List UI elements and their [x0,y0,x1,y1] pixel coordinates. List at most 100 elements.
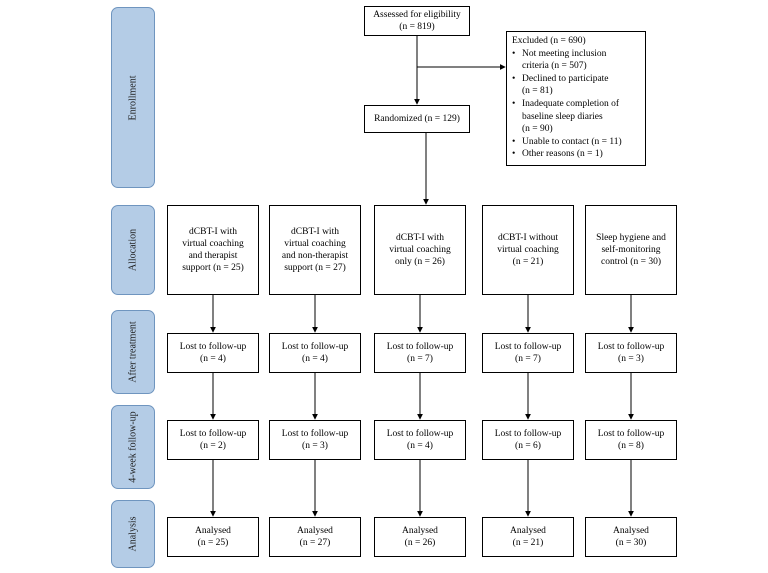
analysis-box: Analysed (n = 27) [269,517,361,557]
excluded-item: Other reasons (n = 1) [512,148,640,161]
assessed-box: Assessed for eligibility (n = 819) [364,6,470,36]
phase-allocation-label: Allocation [127,228,139,272]
excluded-item: Declined to participate (n = 81) [512,73,640,98]
followup-box-text: Lost to follow-up [386,429,454,439]
phase-enrollment: Enrollment [111,7,155,188]
allocation-box-text: only (n = 26) [395,257,445,267]
allocation-box-text: support (n = 25) [182,263,244,273]
allocation-box-text: and therapist [188,251,238,261]
followup-box: Lost to follow-up (n = 6) [482,420,574,460]
randomized-box: Randomized (n = 129) [364,105,470,133]
excluded-item-text: (n = 90) [522,124,553,135]
excluded-item-text: Not meeting inclusion [522,48,607,59]
excluded-item-text: Other reasons (n = 1) [522,149,603,160]
assessed-count: (n = 819) [399,22,435,32]
assessed-label: Assessed for eligibility [373,10,461,20]
analysis-box: Analysed (n = 25) [167,517,259,557]
followup-box: Lost to follow-up (n = 4) [374,420,466,460]
analysis-box-text: Analysed [195,526,231,536]
phase-after-treatment: After treatment [111,310,155,394]
allocation-box: dCBT-I with virtual coaching and non-thera… [269,205,361,295]
excluded-item-text: Unable to contact (n = 11) [522,136,622,147]
after-treatment-box-text: (n = 7) [515,354,541,364]
allocation-box: dCBT-I with virtual coaching and therapist… [167,205,259,295]
after-treatment-box-text: Lost to follow-up [597,342,665,352]
after-treatment-box: Lost to follow-up (n = 7) [374,333,466,373]
phase-after-treatment-label: After treatment [127,321,139,383]
phase-allocation: Allocation [111,205,155,295]
allocation-box-text: and non-therapist [281,251,349,261]
followup-box-text: (n = 6) [515,441,541,451]
analysis-box-text: (n = 30) [615,538,647,548]
after-treatment-box-text: (n = 3) [618,354,644,364]
analysis-box-text: (n = 21) [512,538,544,548]
excluded-item-text: criteria (n = 507) [522,61,587,72]
after-treatment-box-text: Lost to follow-up [386,342,454,352]
excluded-item-text: (n = 81) [522,86,553,97]
allocation-box: dCBT-I without virtual coaching (n = 21) [482,205,574,295]
excluded-item-text: Declined to participate [522,73,609,84]
after-treatment-box: Lost to follow-up (n = 4) [269,333,361,373]
followup-box-text: (n = 3) [302,441,328,451]
analysis-box-text: Analysed [510,526,546,536]
allocation-box-text: virtual coaching [497,245,559,255]
followup-box-text: Lost to follow-up [281,429,349,439]
phase-followup-label: 4-week follow-up [127,411,139,483]
after-treatment-box: Lost to follow-up (n = 4) [167,333,259,373]
followup-box-text: Lost to follow-up [179,429,247,439]
allocation-box-text: (n = 21) [512,257,544,267]
phase-analysis: Analysis [111,500,155,568]
allocation-box-text: self-monitoring [601,245,661,255]
allocation-box: dCBT-I with virtual coaching only (n = 26) [374,205,466,295]
phase-followup: 4-week follow-up [111,405,155,489]
after-treatment-box: Lost to follow-up (n = 7) [482,333,574,373]
analysis-box: Analysed (n = 26) [374,517,466,557]
followup-box-text: Lost to follow-up [597,429,665,439]
phase-enrollment-label: Enrollment [127,75,139,120]
allocation-box: Sleep hygiene and self-monitoring control … [585,205,677,295]
after-treatment-box: Lost to follow-up (n = 3) [585,333,677,373]
followup-box: Lost to follow-up (n = 8) [585,420,677,460]
allocation-box-text: support (n = 27) [284,263,346,273]
excluded-item: Not meeting inclusion criteria (n = 507) [512,48,640,73]
excluded-title: Excluded (n = 690) [512,36,586,46]
followup-box: Lost to follow-up (n = 3) [269,420,361,460]
followup-box: Lost to follow-up (n = 2) [167,420,259,460]
analysis-box-text: (n = 26) [404,538,436,548]
after-treatment-box-text: Lost to follow-up [179,342,247,352]
allocation-box-text: virtual coaching [182,239,244,249]
allocation-box-text: dCBT-I with [396,233,444,243]
excluded-item-text: baseline sleep diaries [522,111,603,122]
phase-analysis-label: Analysis [127,516,139,552]
analysis-box-text: Analysed [297,526,333,536]
after-treatment-box-text: (n = 7) [407,354,433,364]
analysis-box-text: (n = 25) [197,538,229,548]
after-treatment-box-text: (n = 4) [302,354,328,364]
after-treatment-box-text: Lost to follow-up [281,342,349,352]
allocation-box-text: control (n = 30) [601,257,661,267]
analysis-box-text: Analysed [613,526,649,536]
followup-box-text: (n = 4) [407,441,433,451]
excluded-box: Excluded (n = 690) Not meeting inclusion… [506,31,646,166]
analysis-box: Analysed (n = 21) [482,517,574,557]
followup-box-text: (n = 2) [200,441,226,451]
followup-box-text: Lost to follow-up [494,429,562,439]
analysis-box: Analysed (n = 30) [585,517,677,557]
analysis-box-text: Analysed [402,526,438,536]
allocation-box-text: dCBT-I with [291,227,339,237]
allocation-box-text: virtual coaching [389,245,451,255]
after-treatment-box-text: Lost to follow-up [494,342,562,352]
analysis-box-text: (n = 27) [299,538,331,548]
allocation-box-text: Sleep hygiene and [596,233,666,243]
after-treatment-box-text: (n = 4) [200,354,226,364]
allocation-box-text: virtual coaching [284,239,346,249]
excluded-list: Not meeting inclusion criteria (n = 507)D… [512,48,640,161]
allocation-box-text: dCBT-I with [189,227,237,237]
excluded-item: Inadequate completion of baseline sleep d… [512,98,640,136]
randomized-label: Randomized (n = 129) [374,114,460,124]
allocation-box-text: dCBT-I without [497,233,559,243]
excluded-item-text: Inadequate completion of [522,98,620,109]
excluded-item: Unable to contact (n = 11) [512,136,640,149]
followup-box-text: (n = 8) [618,441,644,451]
